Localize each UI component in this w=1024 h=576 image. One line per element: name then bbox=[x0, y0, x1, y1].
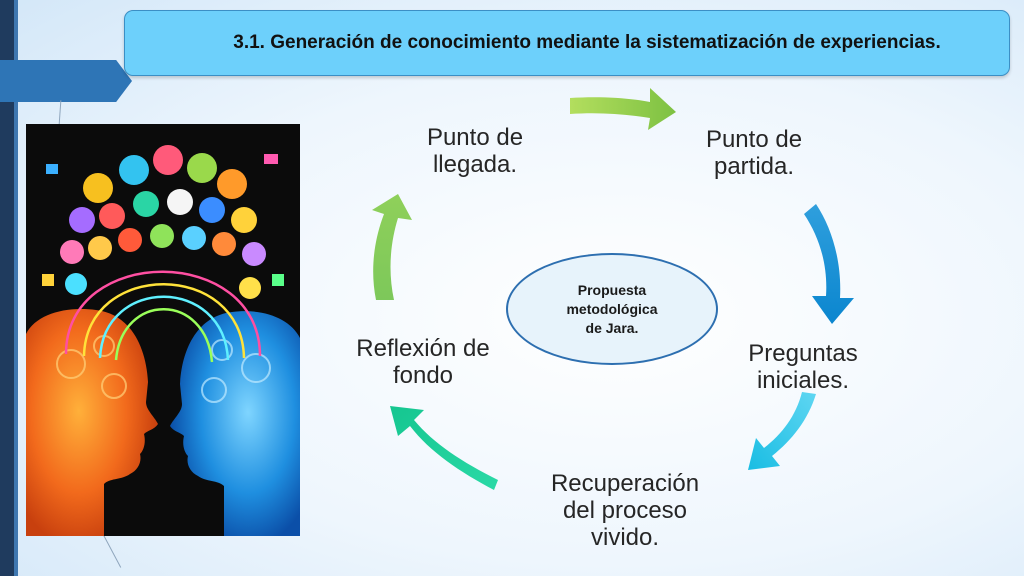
arrow-right-bottom bbox=[748, 392, 816, 470]
center-ellipse: Propuesta metodológica de Jara. bbox=[506, 253, 718, 365]
cycle-step-preguntas-iniciales: Preguntas iniciales. bbox=[748, 340, 858, 394]
left-accent-bar bbox=[0, 0, 14, 576]
cycle-step-punto-llegada: Punto de llegada. bbox=[426, 124, 524, 178]
title-pointer-arrow bbox=[0, 60, 132, 102]
left-accent-stripe bbox=[14, 0, 18, 576]
arrow-top bbox=[570, 88, 676, 130]
cycle-step-reflexion: Reflexión de fondo bbox=[356, 335, 490, 389]
arrow-bottom-left bbox=[390, 406, 498, 490]
cycle-diagram-arrows bbox=[372, 88, 854, 490]
knowledge-exchange-illustration bbox=[26, 124, 300, 536]
arrow-left bbox=[372, 194, 412, 300]
cycle-step-recuperacion: Recuperación del proceso vivido. bbox=[550, 470, 700, 551]
slide-title: 3.1. Generación de conocimiento mediante… bbox=[233, 32, 941, 53]
center-label: Propuesta metodológica de Jara. bbox=[566, 281, 658, 336]
right-head bbox=[170, 311, 300, 536]
knowledge-icons bbox=[42, 145, 284, 299]
arrow-right-top bbox=[804, 204, 854, 324]
knowledge-arcs bbox=[64, 270, 262, 363]
slide-title-box: 3.1. Generación de conocimiento mediante… bbox=[124, 10, 1010, 76]
cycle-step-punto-partida: Punto de partida. bbox=[705, 126, 803, 180]
